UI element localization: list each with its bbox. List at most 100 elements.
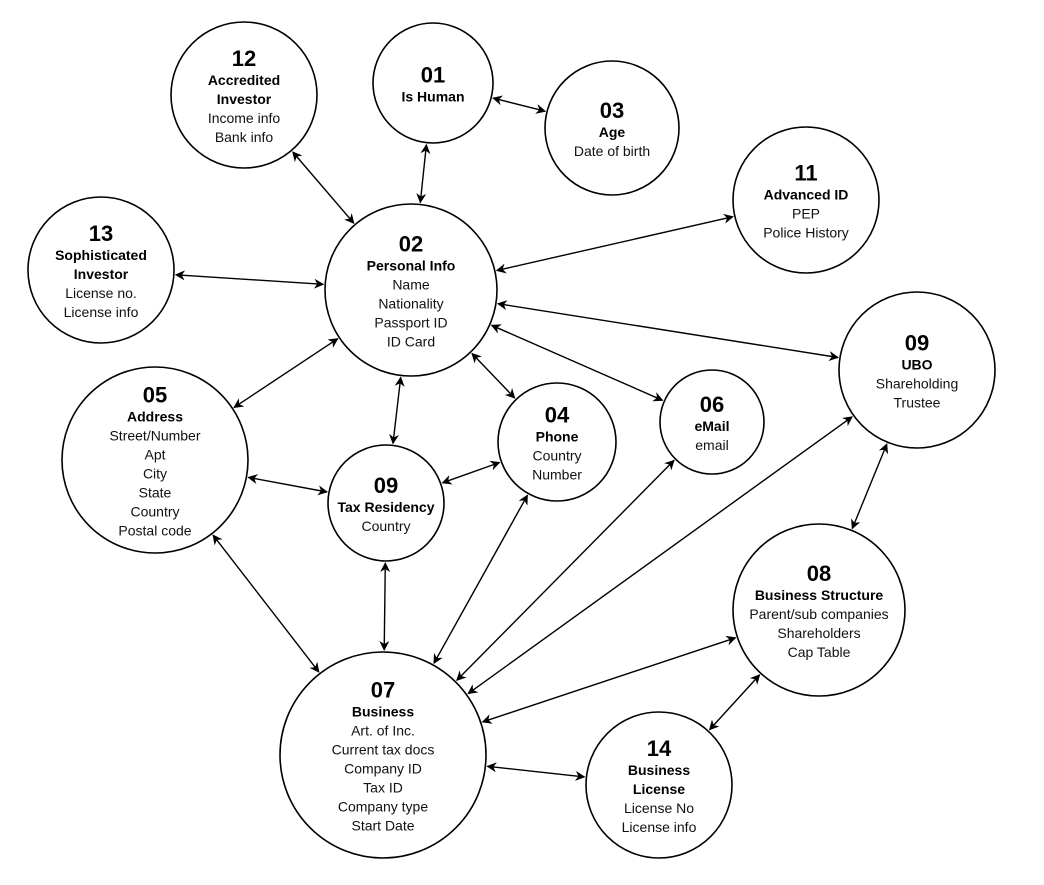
node-title: Sophisticated — [55, 247, 147, 263]
edge-personal-info-to-email — [490, 324, 664, 402]
node-item: Police History — [763, 225, 849, 241]
node-title: Phone — [536, 429, 579, 445]
node-title: Tax Residency — [337, 499, 434, 515]
node-number: 05 — [143, 383, 167, 408]
node-title: Age — [599, 124, 626, 140]
edge-personal-info-to-accredited-investor — [292, 151, 355, 224]
node-item: email — [695, 437, 728, 453]
node-circle — [732, 523, 906, 697]
node-item: State — [139, 485, 172, 501]
node-title: Business — [352, 704, 414, 720]
node-circle — [61, 366, 249, 554]
node-05-address: 05AddressStreet/NumberAptCityStateCountr… — [61, 366, 249, 554]
edge-business-structure-to-business-license — [708, 674, 761, 731]
node-circle — [497, 382, 617, 502]
node-item: Art. of Inc. — [351, 723, 415, 739]
node-circle — [372, 22, 494, 144]
node-item: PEP — [792, 206, 820, 222]
node-item: Street/Number — [109, 428, 200, 444]
node-item: ID Card — [387, 334, 435, 350]
node-title: eMail — [694, 418, 729, 434]
edge-personal-info-to-advanced-id — [495, 213, 734, 274]
node-item: Trustee — [894, 395, 941, 411]
node-item: Country — [532, 448, 581, 464]
node-circle — [585, 711, 733, 859]
edge-personal-info-to-phone — [471, 352, 516, 399]
edge-address-to-business — [212, 534, 320, 673]
node-title: Accredited — [208, 72, 280, 88]
node-title: Personal Info — [367, 258, 456, 274]
node-item: License no. — [65, 285, 137, 301]
edge-personal-info-to-is-human — [416, 143, 431, 204]
node-item: Start Date — [351, 818, 414, 834]
node-number: 12 — [232, 46, 256, 71]
edge-personal-info-to-sophisticated-investor — [174, 270, 325, 289]
node-title: Investor — [74, 266, 129, 282]
node-item: Nationality — [378, 296, 443, 312]
node-number: 11 — [794, 161, 817, 186]
node-number: 06 — [700, 392, 724, 417]
node-number: 03 — [600, 98, 624, 123]
node-number: 04 — [545, 403, 570, 428]
node-circle — [324, 203, 498, 377]
edge-personal-info-to-address — [233, 338, 339, 408]
node-circle — [327, 444, 445, 562]
node-item: Number — [532, 467, 582, 483]
node-item: Company ID — [344, 761, 422, 777]
node-number: 14 — [647, 736, 672, 761]
node-item: Date of birth — [574, 143, 650, 159]
node-item: Country — [130, 504, 179, 520]
node-item: License info — [64, 304, 139, 320]
node-item: License info — [622, 819, 697, 835]
node-item: Country — [361, 518, 410, 534]
edge-tax-residency-to-phone — [441, 460, 501, 485]
node-item: Shareholding — [876, 376, 959, 392]
node-item: License No — [624, 800, 694, 816]
node-number: 08 — [807, 561, 831, 586]
node-number: 09 — [905, 331, 929, 356]
edge-is-human-to-age — [492, 95, 547, 114]
edge-phone-to-business — [433, 494, 529, 665]
node-number: 02 — [399, 232, 423, 257]
node-number: 09 — [374, 473, 398, 498]
node-circle — [170, 21, 318, 169]
node-title: UBO — [901, 357, 932, 373]
node-title: Business Structure — [755, 587, 884, 603]
node-title: Investor — [217, 91, 272, 107]
node-item: Passport ID — [374, 315, 447, 331]
node-item: Name — [392, 277, 430, 293]
node-title: Business — [628, 762, 690, 778]
edge-personal-info-to-ubo — [496, 300, 839, 362]
node-circle — [838, 291, 996, 449]
edge-address-to-tax-residency — [247, 474, 328, 496]
node-title: Is Human — [401, 89, 464, 105]
node-title: License — [633, 781, 685, 797]
node-item: Postal code — [118, 523, 191, 539]
edge-business-to-business-license — [486, 762, 586, 781]
node-title: Advanced ID — [764, 187, 849, 203]
node-item: Company type — [338, 799, 428, 815]
node-circle — [732, 126, 880, 274]
node-number: 01 — [421, 63, 445, 88]
node-circle — [544, 60, 680, 196]
node-item: Tax ID — [363, 780, 403, 796]
edge-business-structure-to-business — [481, 635, 737, 724]
node-item: Apt — [144, 447, 165, 463]
edge-tax-residency-to-business — [379, 562, 391, 651]
node-title: Address — [127, 409, 183, 425]
node-item: Bank info — [215, 129, 274, 145]
edge-personal-info-to-tax-residency — [389, 376, 405, 445]
